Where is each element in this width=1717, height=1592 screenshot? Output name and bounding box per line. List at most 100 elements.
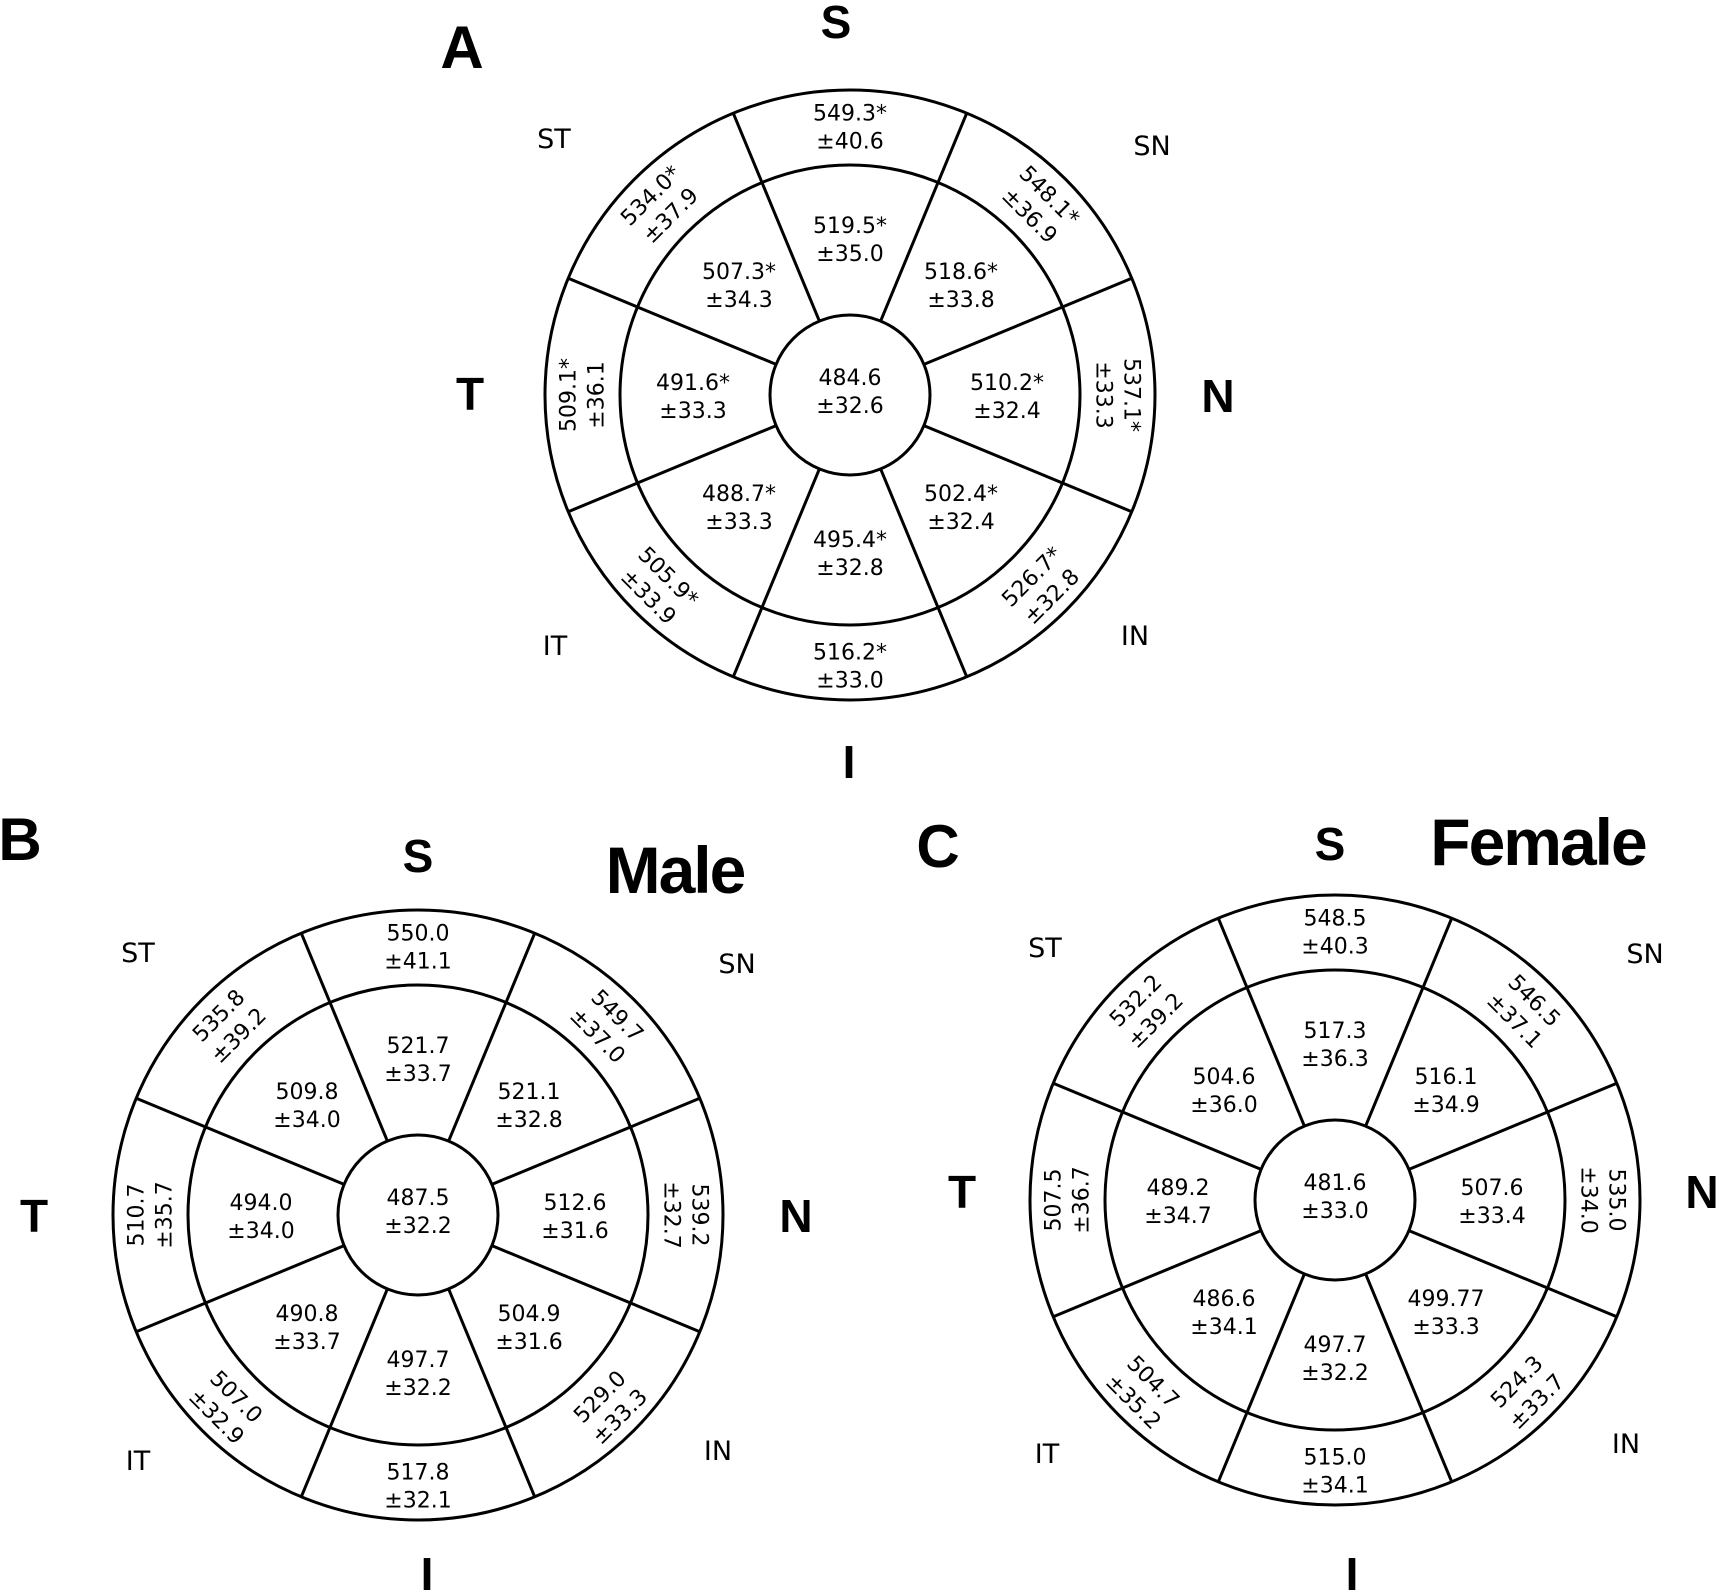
outer-n-value-value: 539.2 xyxy=(687,1184,712,1247)
outer-i-value-value: 517.8 xyxy=(387,1461,450,1486)
sector-divider xyxy=(1216,1273,1306,1483)
inner-t-value: 489.2 ±34.7 xyxy=(1144,1176,1211,1229)
middle-ring xyxy=(1103,968,1567,1432)
inner-s-value-value: 521.7 xyxy=(387,1034,450,1059)
inner-i-value-sd: ±32.2 xyxy=(384,1376,451,1401)
sector-divider xyxy=(1364,917,1454,1127)
sector-label-sn: SN xyxy=(1626,939,1663,970)
direction-t: T xyxy=(948,1166,976,1218)
inner-i-value: 497.7 ±32.2 xyxy=(384,1348,451,1401)
inner-n-value: 510.2* ±32.4 xyxy=(970,371,1044,424)
outer-s-value-sd: ±41.1 xyxy=(384,950,451,975)
inner-i-value-value: 497.7 xyxy=(387,1348,450,1373)
inner-n-value-sd: ±31.6 xyxy=(541,1219,608,1244)
middle-ring xyxy=(618,163,1082,627)
inner-it-value: 488.7* ±33.3 xyxy=(702,482,776,535)
inner-t-value-sd: ±33.3 xyxy=(659,399,726,424)
sector-divider xyxy=(879,468,969,678)
inner-in-value-sd: ±32.4 xyxy=(927,510,994,535)
inner-n-value-value: 512.6 xyxy=(544,1191,607,1216)
inner-s-value-sd: ±35.0 xyxy=(816,242,883,267)
inner-i-value: 497.7±32.2 xyxy=(1301,1333,1368,1386)
inner-st-value-value: 504.6 xyxy=(1192,1065,1255,1090)
outer-i-value: 516.2*±33.0 xyxy=(813,641,887,694)
inner-n-value-sd: ±32.4 xyxy=(973,399,1040,424)
inner-n-value-value: 510.2* xyxy=(970,371,1044,396)
outer-t-value: 507.5±36.7 xyxy=(1042,1166,1095,1233)
inner-in-value: 499.77±33.3 xyxy=(1408,1287,1485,1340)
inner-t-value-sd: ±34.0 xyxy=(227,1219,294,1244)
inner-n-value: 507.6±33.4 xyxy=(1458,1176,1525,1229)
center-value: 481.6±33.0 xyxy=(1301,1171,1368,1224)
sector-label-sn: SN xyxy=(1133,131,1170,162)
sector-divider xyxy=(299,1288,389,1498)
center-value-sd: ±32.2 xyxy=(384,1214,451,1239)
outer-t-value-sd: ±35.7 xyxy=(153,1181,178,1248)
inner-it-value-sd: ±33.3 xyxy=(705,510,772,535)
inner-t-value-value: 489.2 xyxy=(1147,1176,1210,1201)
inner-n-value-value: 507.6 xyxy=(1461,1176,1524,1201)
inner-it-value-sd: ±34.1 xyxy=(1190,1315,1257,1340)
outer-s-value: 549.3* ±40.6 xyxy=(813,102,887,155)
inner-t-value-sd: ±34.7 xyxy=(1144,1204,1211,1229)
sector-divider xyxy=(923,424,1133,514)
center-value-sd: ±32.6 xyxy=(816,394,883,419)
inner-it-value-value: 486.6 xyxy=(1192,1287,1255,1312)
outer-s-value-sd: ±40.6 xyxy=(816,130,883,155)
inner-t-value: 491.6*±33.3 xyxy=(656,371,730,424)
inner-sn-value-sd: ±33.8 xyxy=(927,288,994,313)
outer-t-value-value: 507.5 xyxy=(1042,1169,1067,1232)
inner-sn-value: 516.1 ±34.9 xyxy=(1412,1065,1479,1118)
inner-sn-value-value: 516.1 xyxy=(1415,1065,1478,1090)
outer-n-value: 535.0±34.0 xyxy=(1576,1166,1629,1233)
inner-t-value-value: 494.0 xyxy=(230,1191,293,1216)
inner-s-value-value: 519.5* xyxy=(813,214,887,239)
inner-it-value-value: 488.7* xyxy=(702,482,776,507)
outer-s-value-value: 548.5 xyxy=(1304,907,1367,932)
inner-i-value-value: 495.4* xyxy=(813,528,887,553)
center-value: 487.5 ±32.2 xyxy=(384,1186,451,1239)
inner-in-value-value: 504.9 xyxy=(498,1302,561,1327)
direction-n: N xyxy=(1685,1166,1717,1218)
center-value: 484.6±32.6 xyxy=(816,366,883,419)
middle-ring xyxy=(186,983,650,1447)
sector-label-it: IT xyxy=(543,631,568,662)
inner-n-value: 512.6 ±31.6 xyxy=(541,1191,608,1244)
inner-st-value-value: 507.3* xyxy=(702,260,776,285)
inner-in-value: 502.4* ±32.4 xyxy=(924,482,998,535)
sector-divider xyxy=(491,1096,701,1186)
direction-s: S xyxy=(821,0,852,48)
outer-i-value: 517.8±32.1 xyxy=(384,1461,451,1514)
inner-it-value-sd: ±33.7 xyxy=(273,1330,340,1355)
sector-label-sn: SN xyxy=(718,949,755,980)
direction-s: S xyxy=(403,830,434,882)
direction-t: T xyxy=(20,1190,48,1242)
inner-st-value: 509.8±34.0 xyxy=(273,1080,340,1133)
direction-n: N xyxy=(779,1190,812,1242)
sector-divider xyxy=(447,932,537,1142)
panel-letter: C xyxy=(916,813,959,880)
outer-i-value-value: 516.2* xyxy=(813,641,887,666)
outer-t-value: 510.7±35.7 xyxy=(125,1181,178,1248)
inner-i-value-sd: ±32.8 xyxy=(816,556,883,581)
inner-in-value-value: 502.4* xyxy=(924,482,998,507)
center-circle xyxy=(1253,1118,1417,1282)
outer-n-value: 537.1*±33.3 xyxy=(1091,358,1144,432)
outer-ring xyxy=(1028,893,1642,1507)
sector-label-st: ST xyxy=(537,124,571,155)
sector-divider xyxy=(1216,917,1306,1127)
sector-label-st: ST xyxy=(121,938,155,969)
inner-sn-value-sd: ±34.9 xyxy=(1412,1093,1479,1118)
outer-s-value-value: 549.3* xyxy=(813,102,887,127)
center-circle xyxy=(336,1133,500,1297)
center-value-value: 487.5 xyxy=(387,1186,450,1211)
inner-s-value-value: 517.3 xyxy=(1304,1019,1367,1044)
outer-i-value-sd: ±34.1 xyxy=(1301,1474,1368,1499)
sector-divider xyxy=(447,1288,537,1498)
sector-divider xyxy=(1052,1081,1262,1171)
sector-divider xyxy=(491,1244,701,1334)
inner-sn-value-value: 521.1 xyxy=(498,1080,561,1105)
outer-n-value-value: 535.0 xyxy=(1604,1169,1629,1232)
sector-divider xyxy=(567,276,777,366)
